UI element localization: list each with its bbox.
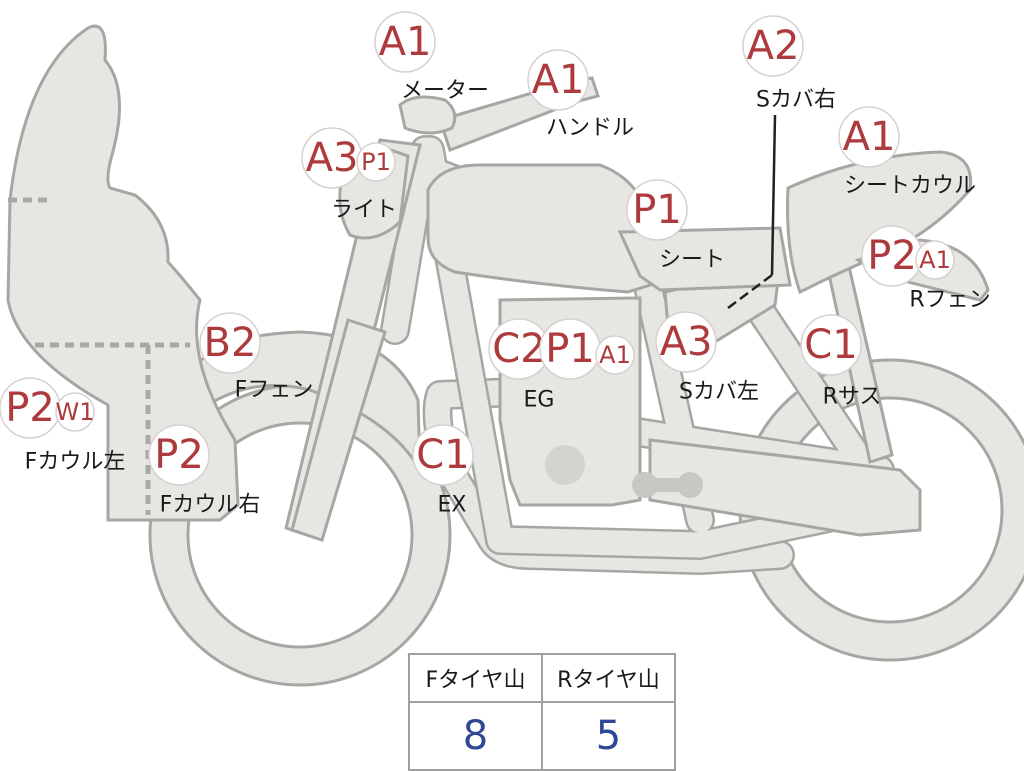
- svg-text:A3: A3: [660, 319, 713, 365]
- seat-cowl: [786, 150, 973, 295]
- label-s-cover-right: Sカバ右: [756, 88, 836, 113]
- svg-text:P1: P1: [545, 326, 595, 372]
- label-handle: ハンドル: [546, 116, 634, 141]
- svg-text:A1: A1: [379, 19, 432, 65]
- badge-r-suspension: C1: [800, 314, 862, 376]
- front-tire-value: 8: [408, 701, 543, 771]
- svg-text:A1: A1: [599, 341, 631, 369]
- swing-arm: [648, 438, 922, 537]
- label-seat: シート: [659, 248, 725, 273]
- svg-text:A3: A3: [306, 135, 359, 181]
- svg-text:P1: P1: [361, 148, 391, 176]
- svg-text:C2: C2: [492, 326, 545, 372]
- svg-text:C1: C1: [416, 432, 469, 478]
- badge-light-secondary: P1: [356, 142, 396, 182]
- svg-text:A1: A1: [919, 246, 951, 274]
- frame: [380, 135, 905, 560]
- svg-text:P2: P2: [867, 233, 917, 279]
- label-f-cowl-right: Fカウル右: [160, 493, 261, 518]
- label-r-fender: Rフェン: [909, 288, 990, 313]
- badge-r-fender-secondary: A1: [915, 240, 955, 280]
- rear-tire-header: Rタイヤ山: [541, 653, 676, 703]
- badge-meter: A1: [374, 11, 436, 73]
- label-eg: EG: [524, 388, 555, 413]
- badge-f-cowl-left-secondary: W1: [55, 392, 95, 432]
- badge-f-cowl-right: P2: [148, 424, 210, 486]
- badge-ex: C1: [412, 424, 474, 486]
- svg-text:C1: C1: [804, 322, 857, 368]
- label-s-cover-left: Sカバ左: [679, 380, 759, 405]
- front-tire-header: Fタイヤ山: [408, 653, 543, 703]
- label-f-cowl-left: Fカウル左: [25, 450, 126, 475]
- svg-text:A2: A2: [747, 23, 800, 69]
- badge-s-cover-left: A3: [655, 311, 717, 373]
- rear-tire-value: 5: [541, 701, 676, 771]
- badge-f-cowl-left-primary: P2: [0, 377, 61, 439]
- badge-eg-tertiary: A1: [595, 335, 635, 375]
- badge-seat-cowl: A1: [838, 106, 900, 168]
- label-light: ライト: [331, 198, 397, 223]
- badge-seat: P1: [626, 179, 688, 241]
- svg-text:A1: A1: [843, 114, 896, 160]
- svg-text:B2: B2: [204, 320, 257, 366]
- fuel-tank: [426, 163, 652, 294]
- badge-f-fender: B2: [199, 312, 261, 374]
- label-ex: EX: [438, 493, 467, 518]
- s-cover-right-leader: [727, 114, 777, 309]
- svg-text:W1: W1: [56, 398, 95, 426]
- badge-handle: A1: [527, 49, 589, 111]
- label-meter: メーター: [401, 79, 489, 104]
- meter: [398, 95, 457, 135]
- badge-eg-secondary: P1: [539, 318, 601, 380]
- label-seat-cowl: シートカウル: [844, 174, 976, 199]
- tire-tread-table: Fタイヤ山 Rタイヤ山 8 5: [408, 653, 676, 771]
- badge-eg-primary: C2: [488, 318, 550, 380]
- svg-text:P2: P2: [154, 432, 204, 478]
- front-cowl: [6, 24, 240, 522]
- svg-text:P2: P2: [5, 385, 55, 431]
- foot-peg: [632, 472, 703, 498]
- svg-text:P1: P1: [632, 187, 682, 233]
- badge-r-fender-primary: P2: [861, 225, 923, 287]
- svg-text:A1: A1: [532, 57, 585, 103]
- label-f-fender: Fフェン: [235, 378, 314, 403]
- label-r-suspension: Rサス: [823, 385, 882, 410]
- engine-cover: [545, 445, 585, 485]
- cowl-divider-lines: [8, 197, 190, 515]
- badge-light-primary: A3: [301, 127, 363, 189]
- fork-lower: [290, 318, 387, 542]
- badge-s-cover-right: A2: [742, 15, 804, 77]
- seat: [617, 226, 792, 292]
